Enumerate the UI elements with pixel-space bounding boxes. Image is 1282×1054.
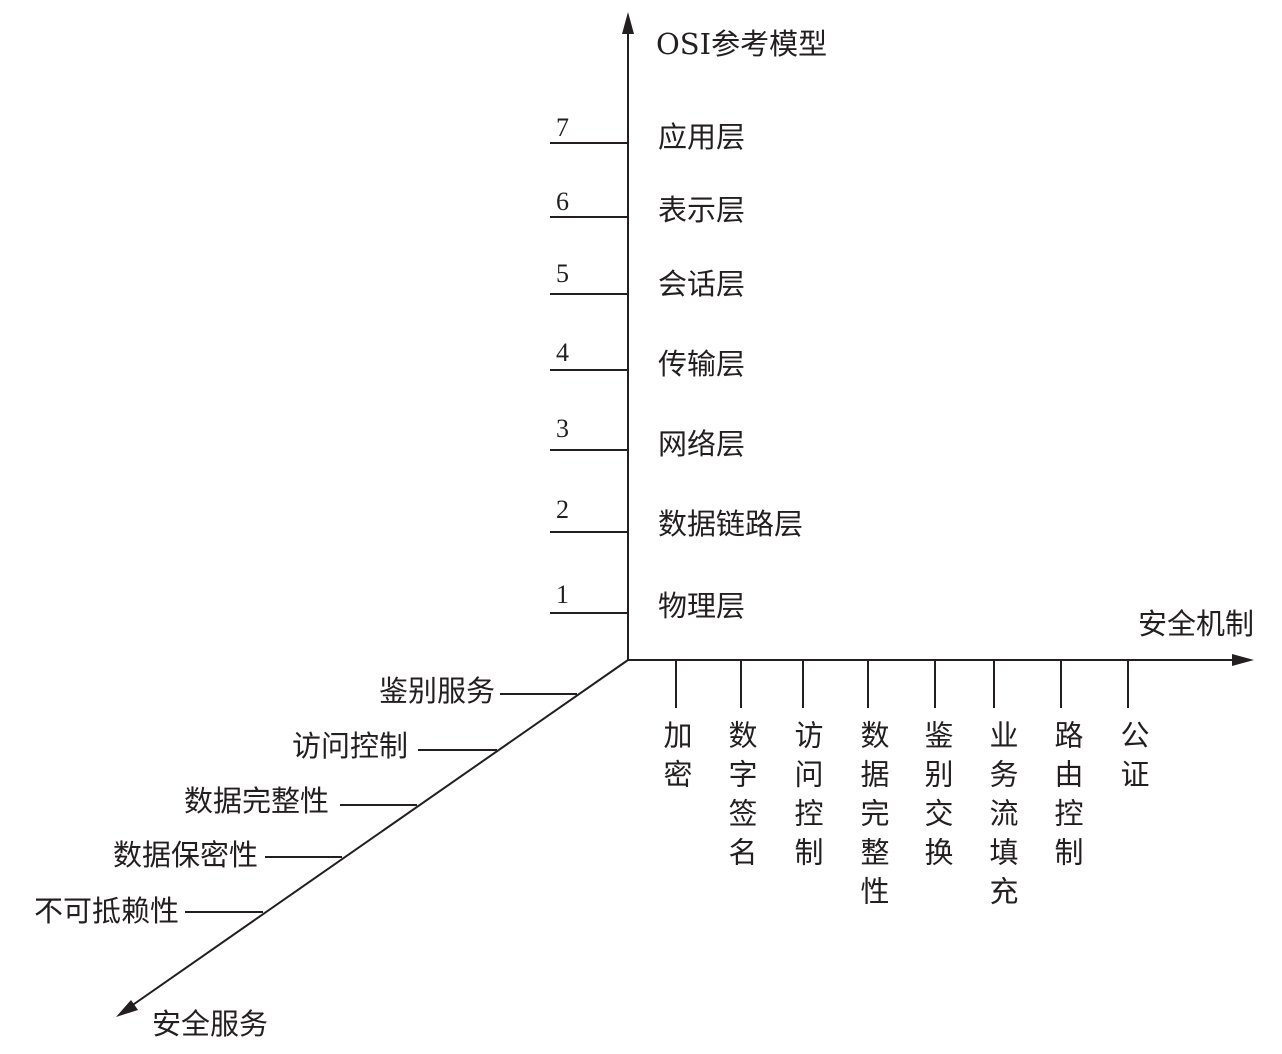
mechanism-label: 业务流填充 bbox=[985, 720, 1019, 915]
mechanism-label: 数据完整性 bbox=[856, 720, 890, 915]
layer-label: 会话层 bbox=[658, 267, 746, 301]
mechanism-axis-arrow bbox=[1232, 654, 1254, 666]
layer-label: 传输层 bbox=[658, 347, 746, 381]
service-label: 数据完整性 bbox=[183, 784, 329, 818]
layer-number: 2 bbox=[556, 495, 569, 524]
service-axis bbox=[123, 659, 629, 1012]
layer-number: 3 bbox=[556, 414, 569, 443]
osi-axis-title: OSI参考模型 bbox=[656, 27, 828, 61]
mechanism-label: 数字签名 bbox=[724, 720, 758, 876]
layer-number: 7 bbox=[556, 113, 569, 142]
service-axis-title: 安全服务 bbox=[152, 1007, 269, 1041]
layer-number: 1 bbox=[556, 580, 569, 609]
mechanism-label: 鉴别交换 bbox=[920, 720, 954, 876]
layer-label: 网络层 bbox=[658, 427, 746, 461]
layer-number: 4 bbox=[556, 338, 569, 367]
service-label: 不可抵赖性 bbox=[33, 894, 179, 928]
layer-label: 数据链路层 bbox=[658, 507, 804, 541]
layer-number: 5 bbox=[556, 259, 569, 288]
service-label: 鉴别服务 bbox=[378, 674, 495, 708]
osi-axis-arrow bbox=[622, 12, 634, 34]
service-axis-arrow bbox=[116, 1000, 138, 1017]
mechanism-label: 加密 bbox=[659, 720, 693, 798]
mechanism-label: 路由控制 bbox=[1050, 720, 1084, 876]
service-label: 访问控制 bbox=[291, 729, 408, 763]
layer-label: 应用层 bbox=[658, 120, 746, 154]
service-label: 数据保密性 bbox=[112, 838, 258, 872]
mechanism-label: 访问控制 bbox=[790, 720, 824, 876]
layer-label: 物理层 bbox=[658, 589, 746, 623]
service-ticks bbox=[185, 693, 577, 913]
mechanism-axis-title: 安全机制 bbox=[1138, 607, 1255, 641]
layer-label: 表示层 bbox=[658, 193, 746, 227]
layer-ticks bbox=[550, 142, 628, 614]
mechanism-label: 公证 bbox=[1116, 720, 1150, 798]
mechanism-ticks bbox=[675, 660, 1129, 708]
layer-number: 6 bbox=[556, 187, 569, 216]
